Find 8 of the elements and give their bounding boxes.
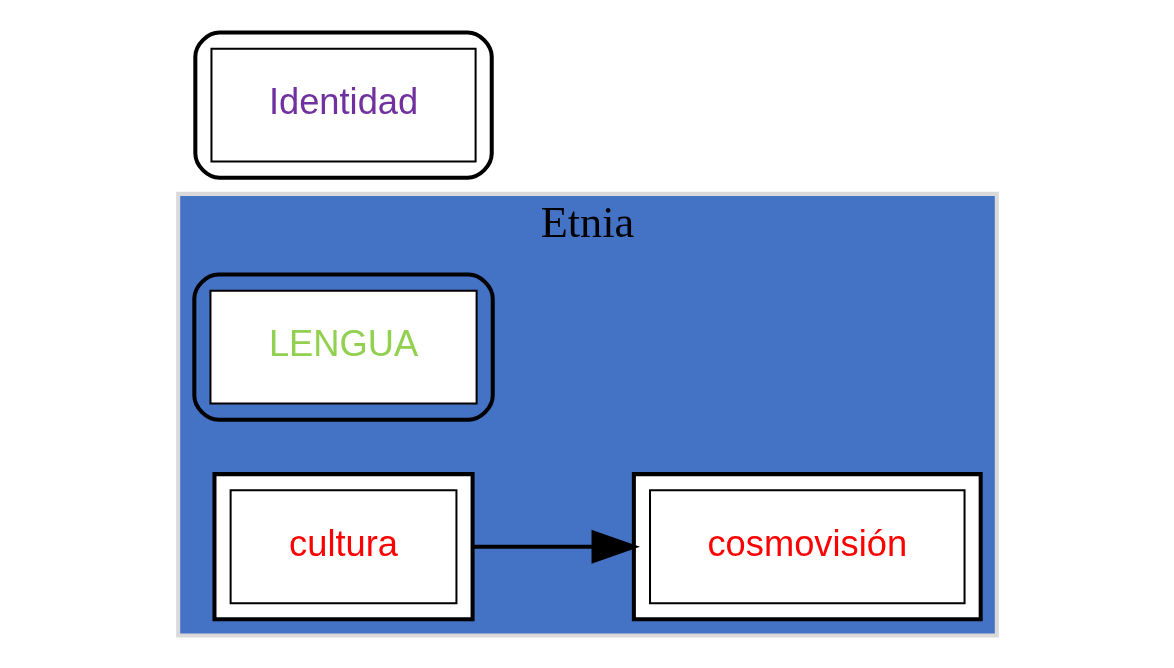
cluster: [192, 30, 494, 180]
node-box: Identidad: [209, 47, 477, 163]
cluster: [211, 472, 475, 622]
cluster: [191, 272, 495, 422]
node-box: LENGUA: [208, 289, 478, 405]
cluster: [631, 472, 983, 622]
node-box: cosmovisión: [648, 489, 966, 605]
node-box: cultura: [229, 489, 457, 605]
